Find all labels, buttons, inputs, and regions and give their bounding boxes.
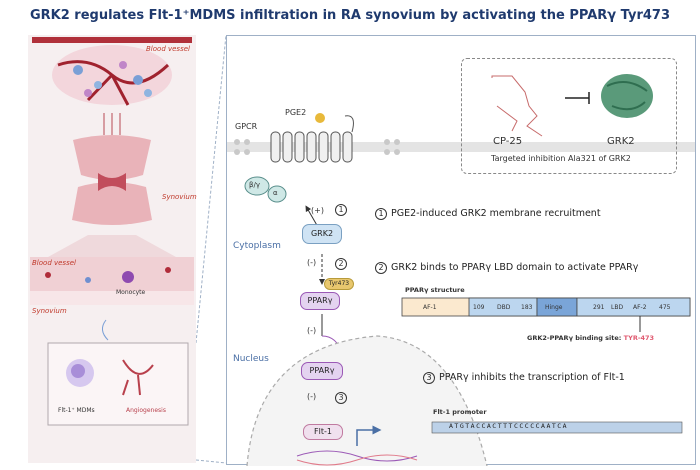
gpcr-receptor [270,131,353,163]
label-synovium-top: Synovium [162,193,197,201]
binding-site-label: GRK2-PPARγ binding site: TYR-473 [527,334,655,342]
inhibition-box [461,58,677,174]
alpha-label: α [273,189,278,197]
page-title: GRK2 regulates Flt-1⁺MDMS infiltration i… [29,8,671,23]
gpcr-label: GPCR [235,122,258,131]
label-monocyte: Monocyte [116,289,146,296]
tissue-illustration [30,37,194,426]
domain-hinge: Hinge [545,304,563,311]
nucleus-outline [246,335,488,466]
zoom-connector [196,35,227,464]
promoter-label: Flt-1 promoter [433,408,487,416]
label-flt-mdms: Flt-1⁺ MDMs [58,407,95,414]
nucleus-label: Nucleus [233,354,269,364]
domain-475: 475 [659,304,671,311]
cytoplasm-label: Cytoplasm [233,241,281,251]
pparg-node-nucleus: PPARγ [301,362,343,380]
label-synovium-bottom: Synovium [32,307,67,315]
mdms-box [47,342,189,426]
cp25-label: CP-25 [493,136,523,147]
domain-183: 183 [521,304,533,311]
binding-site-value: TYR-473 [623,334,655,342]
label-blood-vessel-bottom: Blood vessel [32,259,76,267]
grk2-node: GRK2 [302,224,342,244]
label-angiogenesis: Angiogenesis [126,407,166,414]
pge2-ligand [315,113,325,123]
domain-af1: AF-1 [423,304,437,311]
mechanism-panel: CP-25 GRK2 Targeted inhibition Ala321 of… [226,35,696,466]
beta-gamma-label: β/γ [249,181,260,189]
domain-109: 109 [473,304,485,311]
domain-af2: AF-2 [633,304,647,311]
pparg-structure-label: PPARγ structure [405,286,465,294]
flt1-node: Flt-1 [303,424,343,440]
tyr473-badge: Tyr473 [324,278,354,290]
left-panel: Blood vessel Synovium Blood vessel Monoc… [28,35,197,463]
promoter-sequence: ATGTACCACTTTCCCCCAATCA [449,422,569,430]
minus-sign-3: (-) [307,392,317,401]
num-3-circle: 3 [335,392,351,404]
plus-sign-1: (+) [311,206,324,215]
num-2-circle: 2 [335,258,351,270]
num-1-circle: 1 [335,204,351,216]
domain-lbd: LBD [611,304,624,311]
vessel-top-bar [32,37,192,43]
label-blood-vessel-top: Blood vessel [146,45,190,53]
domain-dbd: DBD [497,304,511,311]
grk2-structure-label: GRK2 [607,136,635,147]
pparg-node-cytoplasm: PPARγ [300,292,340,310]
joint-lower [72,182,152,225]
pge2-label: PGE2 [285,108,307,117]
promoter-bar [431,421,683,434]
minus-sign-2: (-) [307,258,317,267]
domain-291: 291 [593,304,605,311]
targeted-inhibition-label: Targeted inhibition Ala321 of GRK2 [491,154,631,163]
minus-sign-mid: (-) [307,326,317,335]
joint-upper [73,135,151,180]
